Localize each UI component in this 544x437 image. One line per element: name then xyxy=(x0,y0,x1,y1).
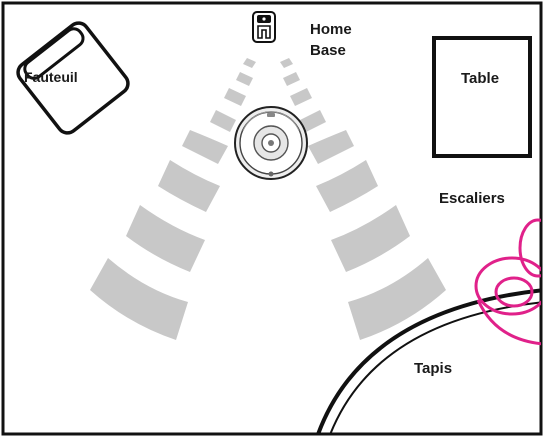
signal-arc-right-2 xyxy=(283,72,300,86)
table-label: Table xyxy=(461,70,499,87)
tapis-rug xyxy=(316,218,541,434)
escaliers-label: Escaliers xyxy=(439,190,505,207)
signal-arc-right-7 xyxy=(331,205,410,272)
signal-arc-left-2 xyxy=(236,72,253,86)
signal-beams xyxy=(90,58,446,340)
signal-arc-left-6 xyxy=(158,160,220,212)
home-base-dock-icon xyxy=(252,11,276,43)
fauteuil-armchair xyxy=(16,21,130,135)
home-base-label-line2: Base xyxy=(310,42,346,59)
tapis-label: Tapis xyxy=(414,360,452,377)
table-shape xyxy=(432,36,532,158)
signal-arc-right-4 xyxy=(300,110,326,132)
signal-arc-left-3 xyxy=(224,88,246,106)
signal-arc-left-1 xyxy=(243,58,256,68)
cliff-sensor-marker xyxy=(474,218,541,346)
signal-arc-right-6 xyxy=(316,160,378,212)
signal-arc-left-5 xyxy=(182,130,228,164)
signal-arc-right-3 xyxy=(290,88,312,106)
signal-arc-right-8 xyxy=(348,258,446,340)
signal-arc-left-4 xyxy=(210,110,236,132)
signal-arc-left-7 xyxy=(126,205,205,272)
signal-arc-right-1 xyxy=(280,58,293,68)
signal-arc-left-8 xyxy=(90,258,188,340)
home-base-label-line1: Home xyxy=(310,21,352,38)
fauteuil-label: Fauteuil xyxy=(24,69,78,85)
robot-vacuum-icon xyxy=(234,106,308,180)
signal-arc-right-5 xyxy=(308,130,354,164)
tapis-inner-edge xyxy=(329,301,541,434)
